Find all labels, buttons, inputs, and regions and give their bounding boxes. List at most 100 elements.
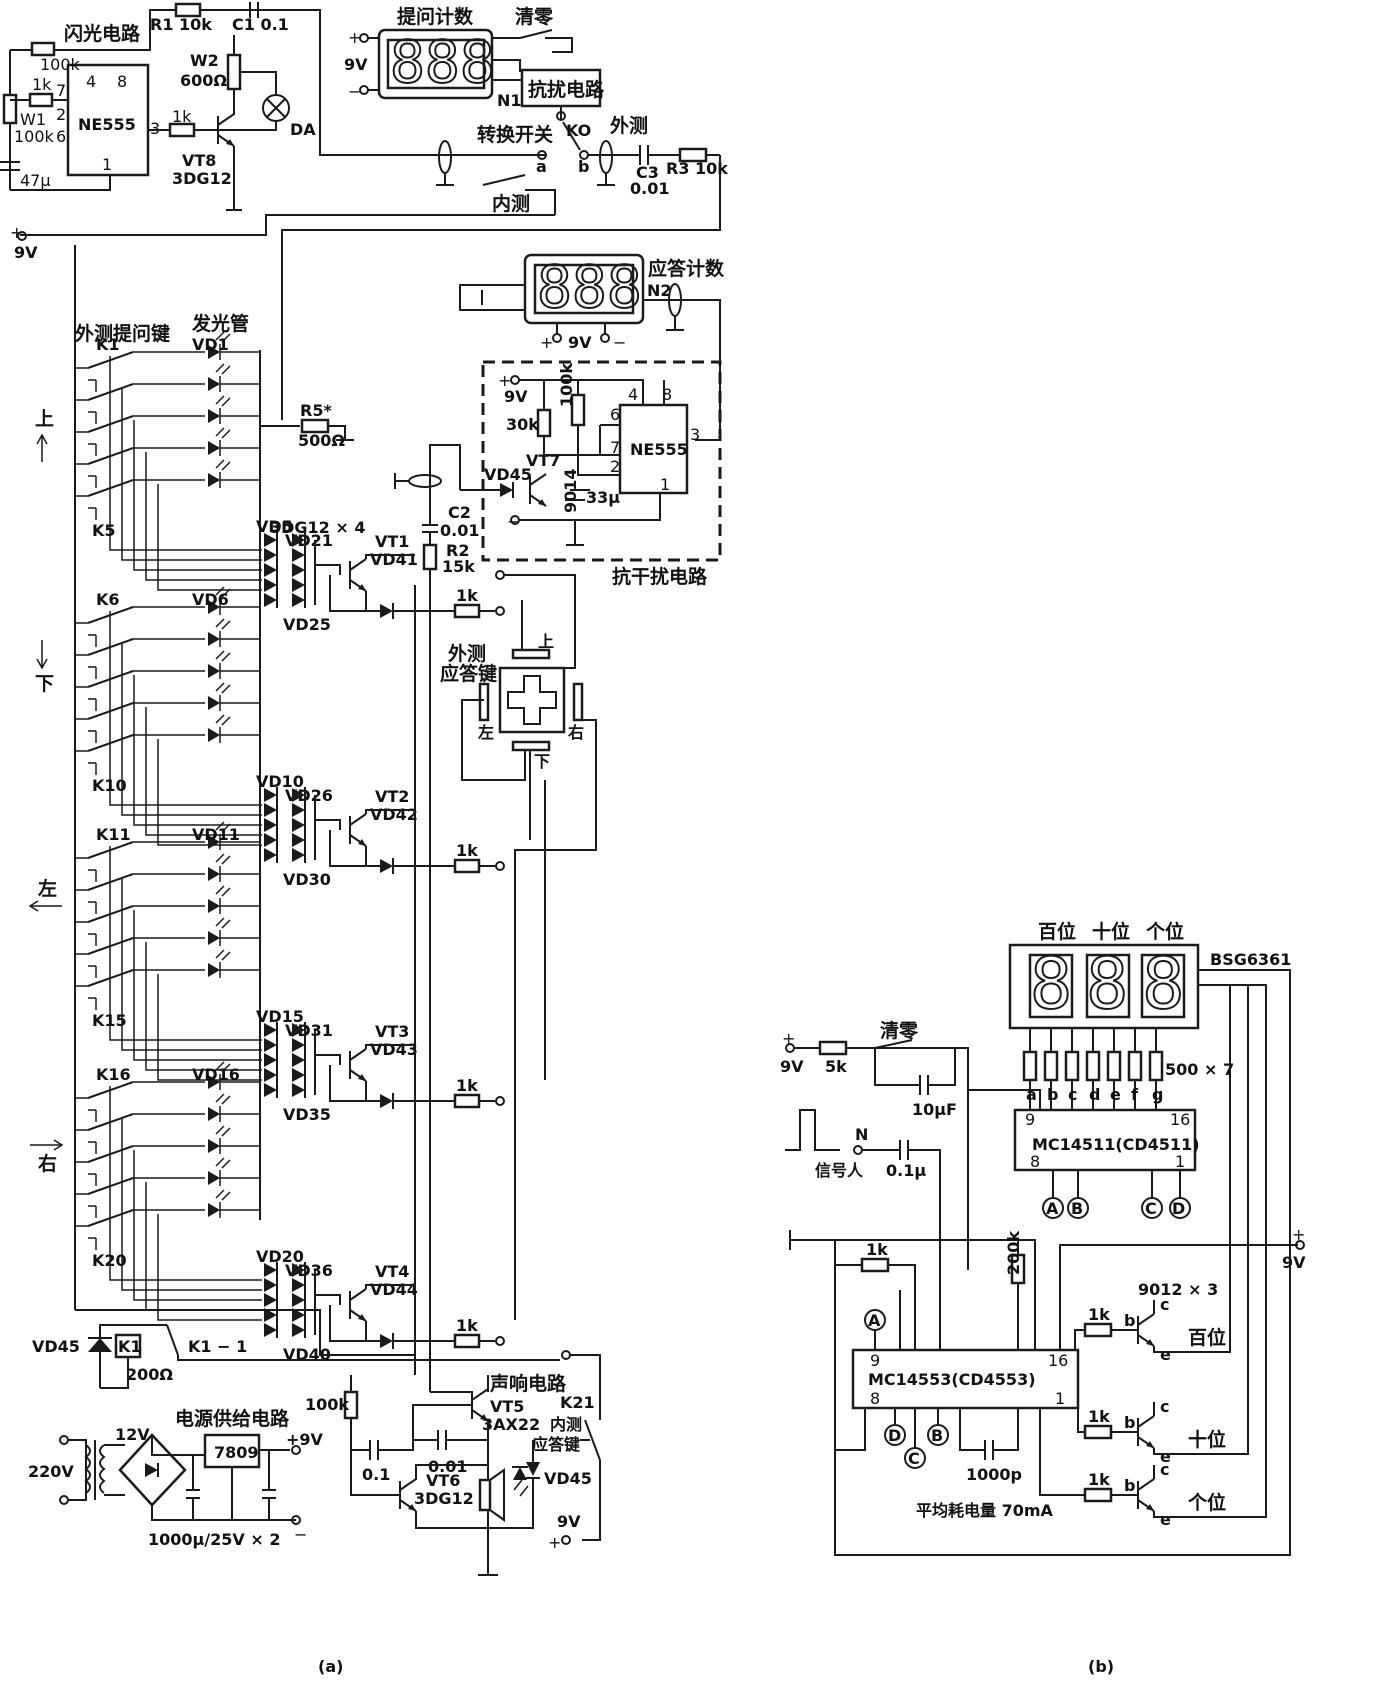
b-node-a: A	[1046, 1199, 1059, 1218]
diode-symbol	[291, 816, 306, 834]
anti-pin-1: 1	[660, 475, 670, 494]
pin-b: b	[1124, 1413, 1135, 1432]
sound-title: 声响电路	[489, 1372, 567, 1395]
pad-right[interactable]	[572, 682, 584, 722]
answer-counter-digits: 888	[537, 253, 642, 321]
led-symbol	[207, 395, 231, 425]
resistor-1k	[1083, 1424, 1113, 1440]
relay-contact: K1 − 1	[188, 1337, 247, 1356]
dpad[interactable]	[498, 666, 566, 734]
key-top-label: K6	[96, 590, 120, 609]
led-icon	[207, 714, 231, 744]
wire	[1077, 1395, 1085, 1433]
answer-key-title-1: 外测	[448, 642, 486, 665]
diode-symbol	[263, 846, 278, 864]
pad-down[interactable]	[511, 740, 551, 752]
led-symbol	[207, 1093, 231, 1123]
diode-icon	[263, 1321, 278, 1339]
wire	[1074, 1329, 1085, 1350]
r3-label: R3 10k	[666, 159, 728, 178]
b-supply-cap: 10μF	[912, 1100, 957, 1119]
seg-resistor	[1043, 1050, 1059, 1082]
vt-emitter-wire	[329, 1065, 367, 1102]
anti-interference-circuit: 抗干扰电路 + 9V NE555 4 8 6 7 2 3 1 30k 100k …	[394, 360, 722, 588]
pad-left[interactable]	[478, 682, 490, 722]
led-icon	[207, 618, 231, 648]
ask-counter-title: 提问计数	[397, 5, 474, 28]
pin-7: 7	[56, 81, 66, 100]
ne555-flash	[66, 63, 150, 177]
led-icon	[207, 885, 231, 915]
diode-symbol	[379, 857, 394, 875]
vd45-anti-label: VD45	[484, 465, 532, 484]
r-100k-label: 100k	[40, 55, 81, 74]
r1-label: R1 10k	[150, 15, 212, 34]
pad-up[interactable]	[511, 648, 551, 660]
switch-a: a	[536, 157, 547, 176]
b-counter-cap: 1000p	[966, 1465, 1022, 1484]
diode-icon	[291, 1321, 306, 1339]
anti-plus: +	[498, 371, 511, 390]
vd-b-label: VD35	[283, 1105, 331, 1124]
dir-up: 上	[35, 408, 54, 430]
b-label-units: 个位	[1145, 920, 1184, 943]
switch-b: b	[578, 157, 589, 176]
c33-label: 33μ	[586, 488, 620, 507]
transistor-symbol	[1137, 1415, 1155, 1449]
diode-icon	[379, 602, 394, 620]
diode-icon	[379, 857, 394, 875]
digit-label: 十位	[1188, 1428, 1226, 1451]
key-top-label: K1	[96, 335, 120, 354]
vt8-label: VT8	[182, 151, 216, 170]
vt-label: VT2	[375, 787, 409, 806]
key-groups: K1K5VD1VD5VD21VD25VT1VD411kK6K10VD6VD10V…	[75, 331, 505, 1364]
b-right-plus: +	[1292, 1225, 1305, 1244]
diode-icon	[291, 576, 306, 594]
b-cnt-pin-9: 9	[870, 1351, 880, 1370]
anti-pin-8: 8	[662, 385, 672, 404]
led-symbol	[207, 459, 231, 489]
led-top-label: VD6	[192, 590, 229, 609]
b-cnt-pin-8: 8	[870, 1389, 880, 1408]
b-cnt-pin-1: 1	[1055, 1389, 1065, 1408]
anti-pin-7: 7	[610, 438, 620, 457]
caption-a: (a)	[318, 1657, 343, 1676]
key-matrix: 外测提问键 发光管 R5* 500Ω 上 下 左 右 3DG12 × 4	[28, 245, 366, 1310]
b-node-d2: D	[888, 1426, 901, 1445]
transistor-icon	[1137, 1478, 1155, 1512]
power-title: 电源供给电路	[175, 1407, 290, 1430]
anti-title: 抗干扰电路	[612, 565, 708, 588]
internal-key: 内测	[550, 1415, 582, 1434]
diode-symbol	[263, 546, 278, 564]
led-icon	[207, 682, 231, 712]
answer-keypad: 外测 应答键 上 下 左 右	[440, 570, 597, 1320]
vt8-type: 3DG12	[172, 169, 232, 188]
diode-symbol	[263, 591, 278, 609]
pin-6: 6	[56, 127, 66, 146]
clear-label: 清零	[515, 5, 554, 28]
key-diode-wire	[109, 356, 262, 551]
diode-icon	[291, 591, 306, 609]
vt-collector-wire	[365, 1284, 415, 1289]
key-bottom-label: K20	[92, 1251, 127, 1270]
pin-8: 8	[117, 72, 127, 91]
pin-c: c	[1160, 1397, 1169, 1416]
key-diode-wire	[121, 878, 262, 1051]
b-node-b2: B	[931, 1426, 943, 1445]
transistor-icon	[1137, 1415, 1155, 1449]
key-diode-wire	[109, 1086, 262, 1281]
seg-label-a: a	[1026, 1085, 1037, 1104]
flash-title: 闪光电路	[64, 22, 141, 45]
b-input-label: 信号人	[815, 1161, 864, 1180]
switch-section: 转换开关 a KO b 外测 C3 0.01 R3 10k 内测	[281, 106, 728, 420]
da-label: DA	[290, 120, 316, 139]
vt-emitter-wire	[329, 830, 367, 867]
diode-symbol	[263, 831, 278, 849]
npn-transistor-icon	[349, 813, 367, 847]
dir-down: 下	[35, 673, 54, 695]
led-symbol	[207, 917, 231, 947]
pin-2: 2	[56, 105, 66, 124]
power-ac: 220V	[28, 1462, 74, 1481]
diode-symbol	[263, 1066, 278, 1084]
r1k-label: 1k	[1088, 1305, 1110, 1324]
